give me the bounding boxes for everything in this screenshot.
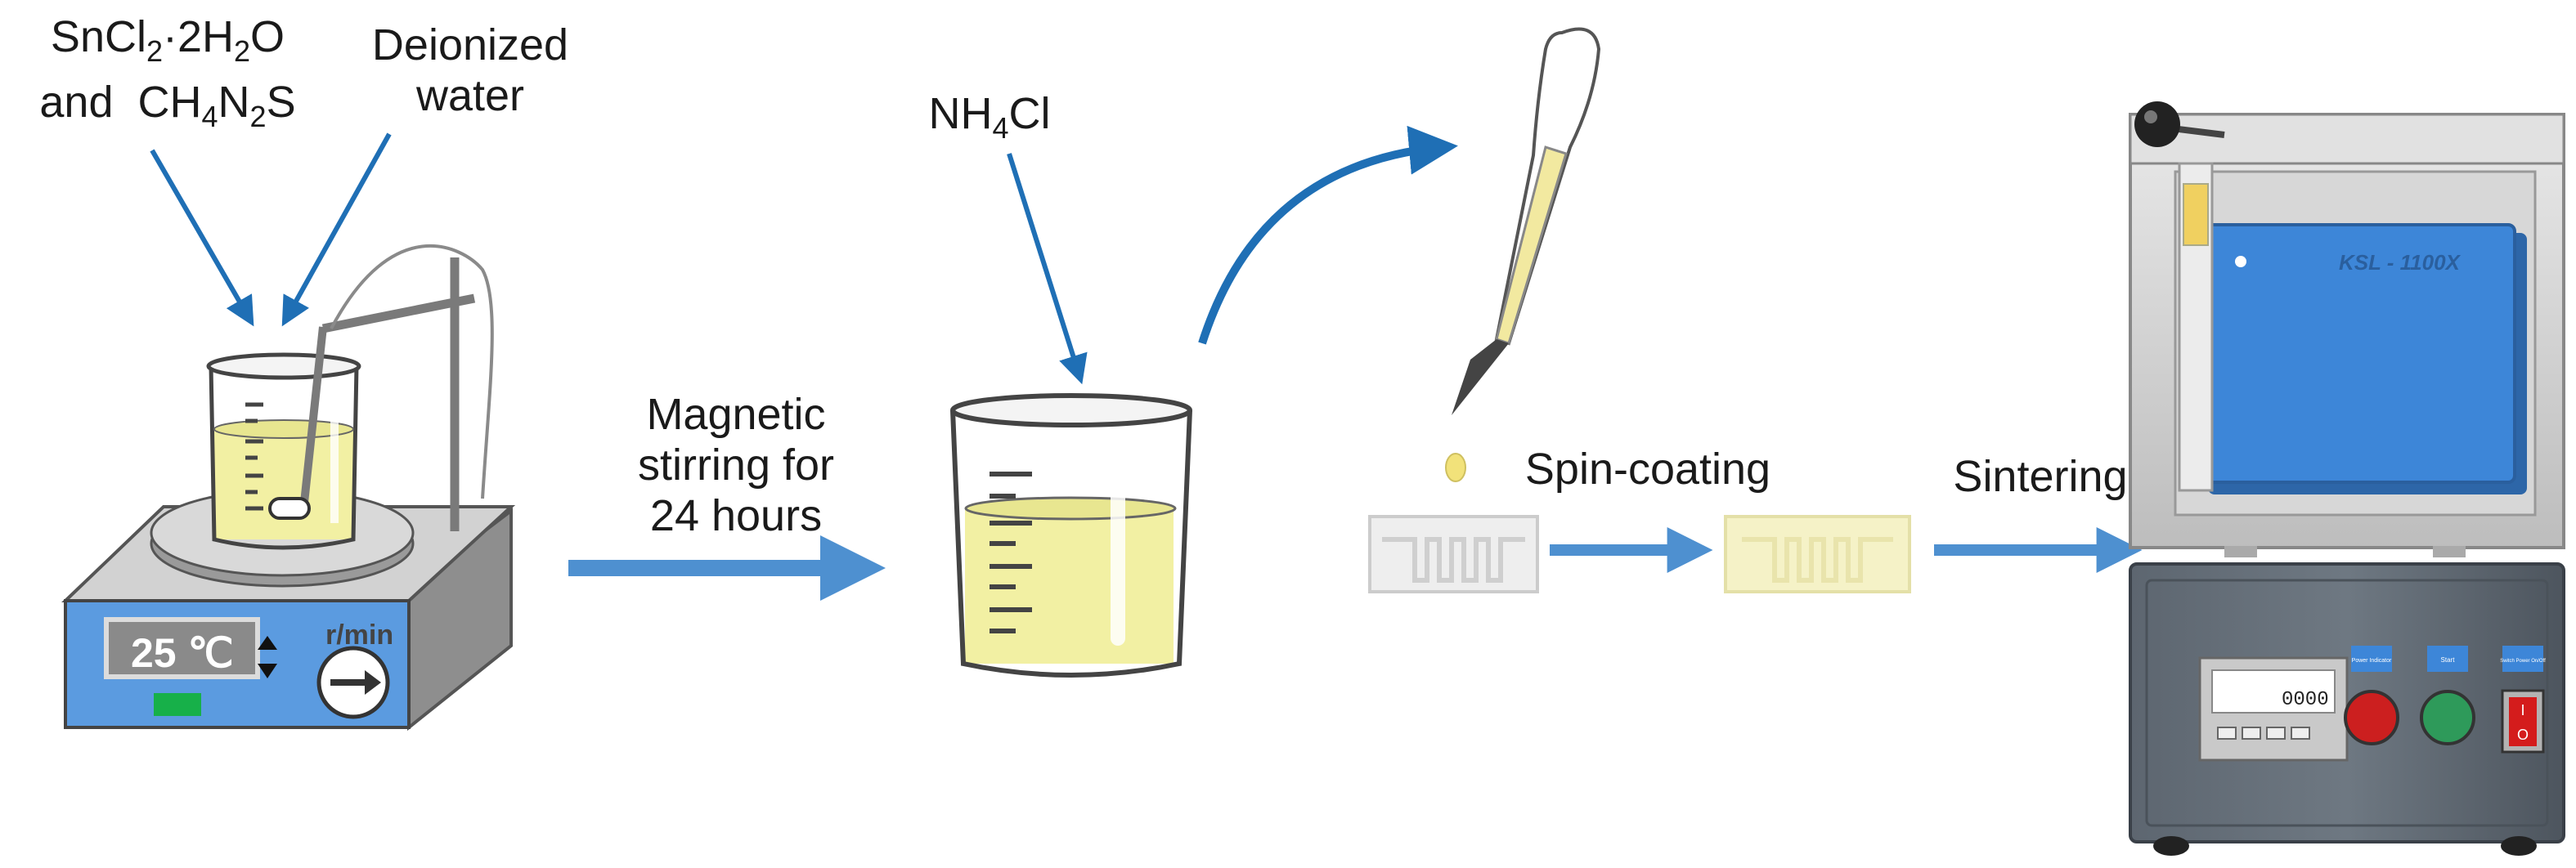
water-line1: Deionized	[371, 20, 569, 69]
stirring-line3: 24 hours	[649, 491, 823, 540]
water-label: Deionized water	[343, 20, 597, 121]
substrate-bare	[1368, 515, 1539, 593]
start-label: Start	[2441, 656, 2456, 664]
droplet	[1445, 453, 1466, 482]
retort-stand	[321, 244, 494, 531]
furnace-display-value: 0000	[2282, 689, 2329, 711]
stirring-line1: Magnetic	[646, 390, 826, 439]
reagents-label: SnCl2·2H2O and CH4N2S	[39, 12, 296, 133]
pipette	[1445, 27, 1601, 482]
switch-on-mark: I	[2520, 702, 2524, 718]
speed-unit-label: r/min	[325, 620, 393, 651]
beaker-reagents	[206, 326, 361, 550]
stirring-label: Magnetic stirring for 24 hours	[601, 389, 871, 541]
power-indicator-label: Power Indicator	[2352, 658, 2392, 664]
water-arrow	[281, 132, 392, 327]
switch-off-mark: O	[2517, 727, 2529, 743]
water-line2: water	[415, 71, 525, 120]
nh4cl-label: NH4Cl	[928, 89, 1051, 145]
nh4cl-arrow	[1007, 153, 1088, 385]
temperature-readout: 25 ℃	[131, 630, 234, 676]
tube-furnace	[2129, 101, 2565, 856]
furnace-model-label: KSL - 1100X	[2339, 250, 2462, 275]
substrate-coated	[1724, 515, 1911, 593]
stirring-line2: stirring for	[637, 441, 835, 490]
spin-coating-label: Spin-coating	[1524, 445, 1771, 494]
sintering-label: Sintering	[1953, 452, 2128, 501]
beaker-mixture	[950, 393, 1192, 678]
switch-power-label: Switch Power On/Off	[2500, 659, 2546, 664]
transfer-arrow	[1198, 125, 1458, 345]
reagent-arrow	[150, 149, 254, 327]
